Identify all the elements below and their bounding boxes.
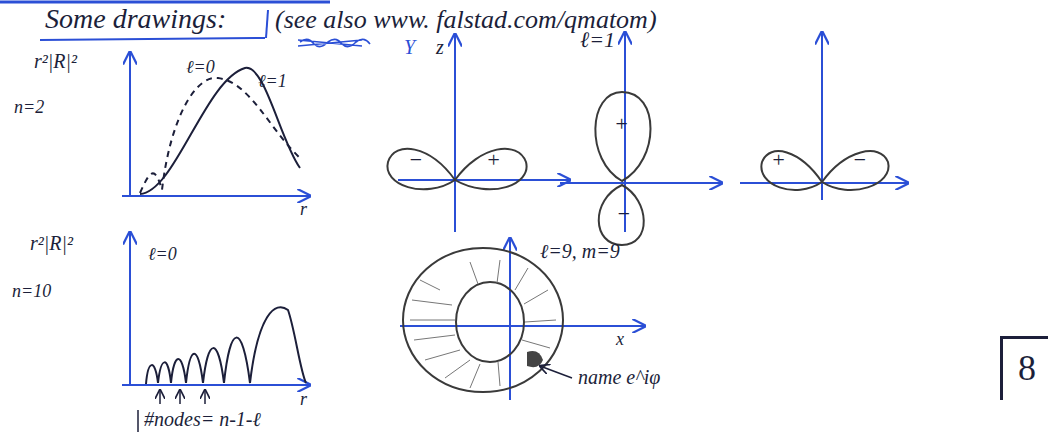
axis-label: z [436,36,444,58]
p-orbital [560,32,722,245]
sign-label: + [486,148,501,172]
p-orbital [740,32,908,200]
axes [122,52,310,196]
radial-curve-l1 [140,68,300,194]
axis-label: r [300,390,307,410]
page-number: 8 [1018,349,1036,389]
scribble-label: Y [404,36,415,58]
p-orbital [387,34,570,232]
note: #nodes= n-1-ℓ [144,408,261,430]
curve-label: ℓ=1 [258,72,287,92]
axis-label: r²|R|² [30,232,73,254]
sign-label: + [771,148,786,172]
page-number-box: 8 [1000,336,1048,400]
sign-label: − [852,148,867,172]
axes [122,232,310,385]
heading: Some drawings: [45,4,226,35]
sign-label: + [614,112,629,136]
radial-curve-n10 [146,307,306,384]
quantum-label: n=10 [12,282,51,302]
axis-label: r [300,200,307,220]
quantum-label: ℓ=1 [580,28,615,52]
axis-label: r²|R|² [34,50,77,72]
quantum-label: ℓ=9, m=9 [540,240,620,262]
curve-label: ℓ=0 [186,58,215,78]
note: name e^iφ [578,366,660,388]
sign-label: − [408,148,423,172]
curve-label: ℓ=0 [148,245,177,265]
sign-label: − [616,202,631,226]
axis-label: x [616,330,624,350]
quantum-label: n=2 [14,98,44,118]
scribble [298,39,370,46]
